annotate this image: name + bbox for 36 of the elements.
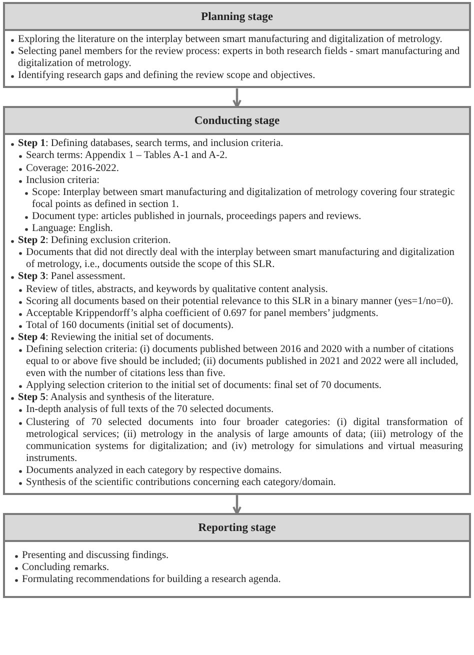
bullet-text: Step 5: Analysis and synthesis of the literature. [18, 392, 214, 404]
bullet-text: Review of titles, abstracts, and keywords by qualitative content analysis. [26, 284, 328, 294]
bullet-text: Step 3: Panel assessment. [18, 271, 126, 282]
stage-heading: Conducting stage [5, 108, 469, 136]
stage-heading: Reporting stage [5, 515, 469, 542]
bullet-text: Step 4: Reviewing the initial set of documents. [18, 332, 214, 343]
bullet-text: Documents analyzed in each category by respective domains. [26, 464, 282, 476]
bullet-text: Step 1: Defining databases, search terms, and inclusion criteria. [18, 138, 284, 150]
bullet-text: Exploring the literature on the interplay between smart manufacturing and digitalization of metrology. [18, 34, 442, 45]
bullet-text: Formulating recommendations for building a research agenda. [22, 574, 281, 586]
bullet-text: Documents that did not directly deal with the interplay between smart manufacturing and digitalization of metrology, i.e., documents outside the scope of this SLR. [26, 247, 454, 270]
bullet-text: Total of 160 documents (initial set of documents). [26, 320, 234, 331]
bullet-text: Search terms: Appendix 1 – Tables A-1 and A-2. [26, 150, 228, 162]
bullet-text: Coverage: 2016-2022. [26, 162, 119, 174]
bullet-text: Applying selection criterion to the initial set of documents: final set of 70 documents. [26, 380, 382, 392]
bullet-text: Defining selection criteria: (i) documents published between 2016 and 2020 with a number of citations equal to or above five should be included; (ii) documents published in 2021 and 2022 were all included, even with the number of citations less than five. [26, 344, 458, 380]
bullet-text: Language: English. [32, 223, 113, 234]
arrow [232, 88, 242, 108]
stage-box [3, 2, 471, 88]
bullet-text: Step 2: Defining exclusion criterion. [18, 235, 171, 246]
stage-heading: Planning stage [5, 4, 469, 31]
bullet-text: In-depth analysis of full texts of the 70 selected documents. [26, 404, 274, 416]
bullet-text: Identifying research gaps and defining the review scope and objectives. [18, 70, 316, 82]
bullet-text: Clustering of 70 selected documents into four broader categories: (i) digital transformation of metrological services; (ii) metrology in the analysis of large amounts of data; (iii) metrology of the communication systems for digitalization; and (iv) metrology for simulations and virtual measuring instruments. [26, 416, 463, 465]
bullet-text: Acceptable Krippendorff’s alpha coefficient of 0.697 for panel members’ judgments. [26, 308, 378, 319]
bullet-text: Document type: articles published in journals, proceedings papers and reviews. [32, 210, 362, 222]
bullet-text: Synthesis of the scientific contributions concerning each category/domain. [26, 477, 336, 488]
arrow [232, 495, 242, 515]
bullet-text: Concluding remarks. [22, 562, 110, 574]
bullet-text: Scoring all documents based on their potential relevance to this SLR in a binary manner (yes=1/no=0). [26, 296, 454, 307]
bullet-text: Presenting and discussing findings. [22, 550, 169, 562]
bullet-text: Selecting panel members for the review process: experts in both research fields - smart manufacturing and digitalization of metrology. [18, 46, 460, 70]
stage-box [3, 513, 471, 598]
stage-box [3, 106, 471, 496]
bullet-text: Scope: Interplay between smart manufacturing and digitalization of metrology covering four strategic focal points as defined in section 1. [32, 186, 455, 210]
bullet-text: Inclusion criteria: [26, 174, 100, 186]
